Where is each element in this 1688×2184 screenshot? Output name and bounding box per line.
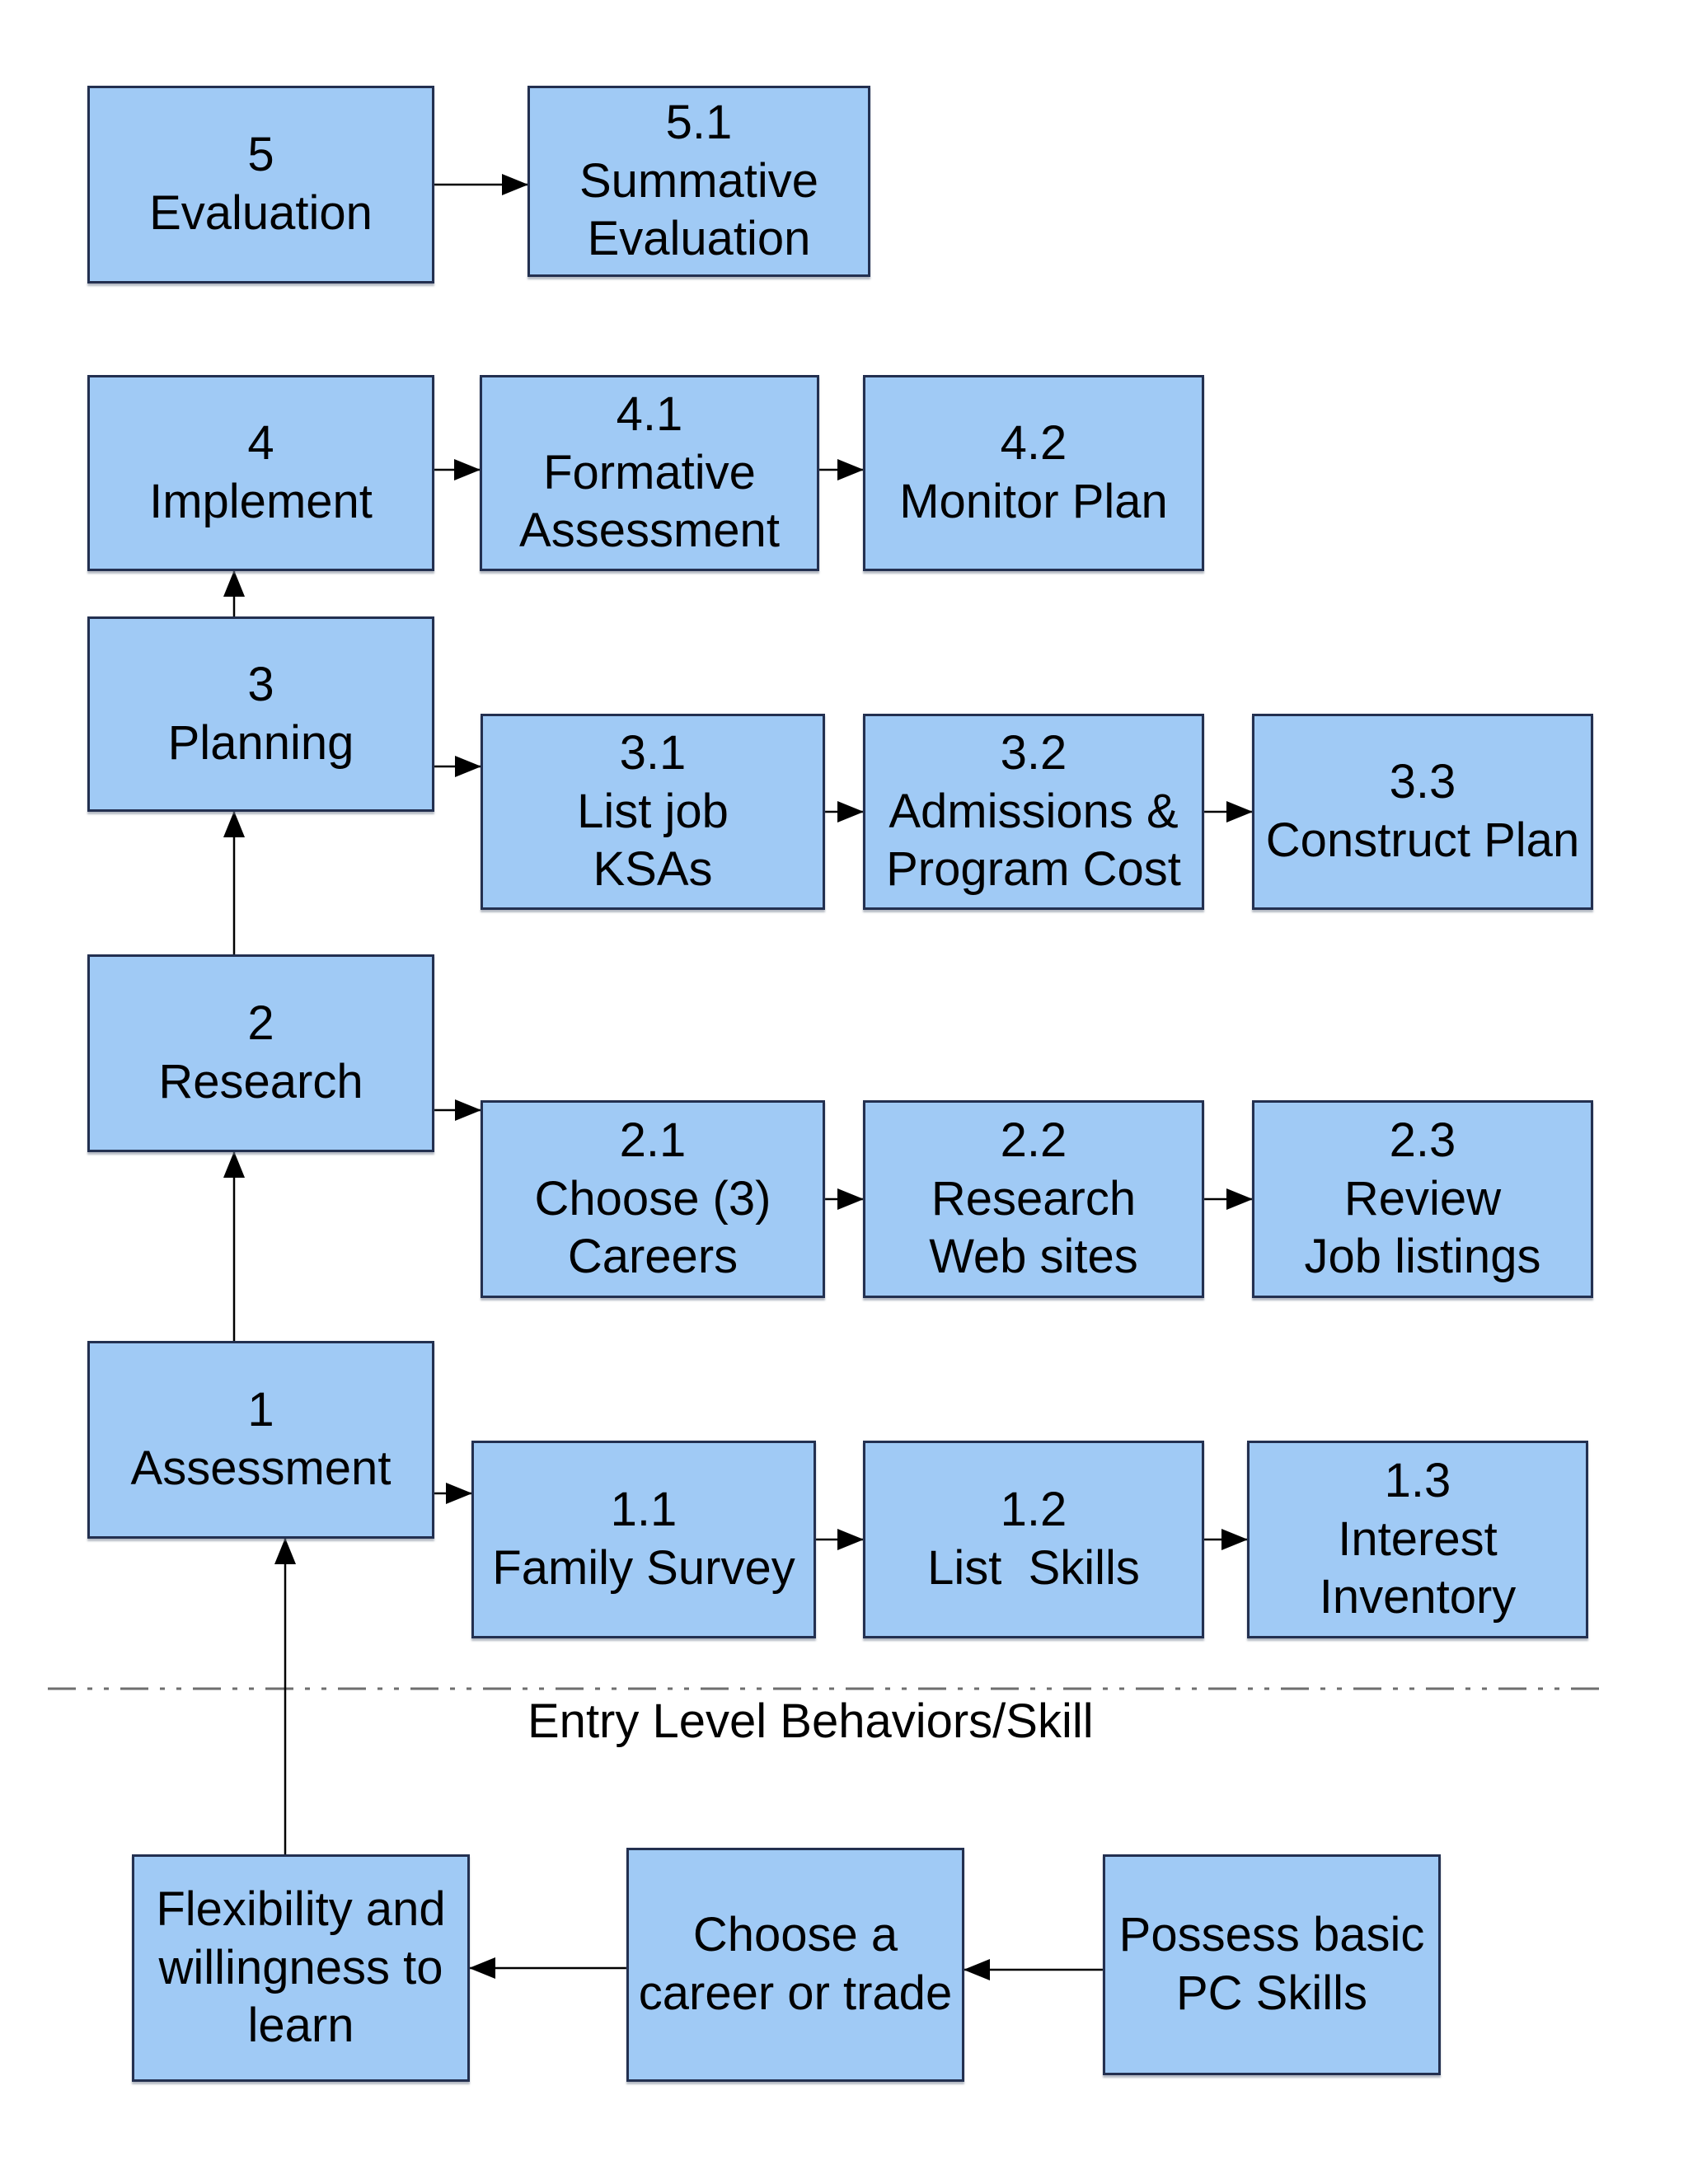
box-3-2-admissions-program-cost: 3.2 Admissions & Program Cost: [863, 714, 1204, 910]
box-5-evaluation: 5 Evaluation: [87, 86, 434, 284]
box-2-1-choose-3-careers: 2.1 Choose (3) Careers: [481, 1100, 825, 1298]
box-2-3-review-job-listings: 2.3 Review Job listings: [1252, 1100, 1593, 1298]
box-3-3-construct-plan: 3.3 Construct Plan: [1252, 714, 1593, 910]
box-3-planning: 3 Planning: [87, 616, 434, 812]
box-1-3-interest-inventory: 1.3 Interest Inventory: [1247, 1441, 1588, 1638]
box-1-2-list-skills: 1.2 List Skills: [863, 1441, 1204, 1638]
box-5-1-summative-evaluation: 5.1 Summative Evaluation: [528, 86, 870, 277]
box-4-1-formative-assessment: 4.1 Formative Assessment: [480, 375, 819, 571]
box-1-assessment: 1 Assessment: [87, 1341, 434, 1539]
box-flexibility-willingness-learn: Flexibility and willingness to learn: [132, 1854, 470, 2082]
box-4-implement: 4 Implement: [87, 375, 434, 571]
box-3-1-list-job-ksas: 3.1 List job KSAs: [481, 714, 825, 910]
entry-level-divider-label: Entry Level Behaviors/Skill: [528, 1694, 1094, 1748]
box-1-1-family-survey: 1.1 Family Survey: [471, 1441, 816, 1638]
box-4-2-monitor-plan: 4.2 Monitor Plan: [863, 375, 1204, 571]
box-2-research: 2 Research: [87, 954, 434, 1152]
box-2-2-research-web-sites: 2.2 Research Web sites: [863, 1100, 1204, 1298]
box-possess-basic-pc-skills: Possess basic PC Skills: [1103, 1854, 1441, 2075]
box-choose-career-or-trade: Choose a career or trade: [626, 1848, 964, 2082]
